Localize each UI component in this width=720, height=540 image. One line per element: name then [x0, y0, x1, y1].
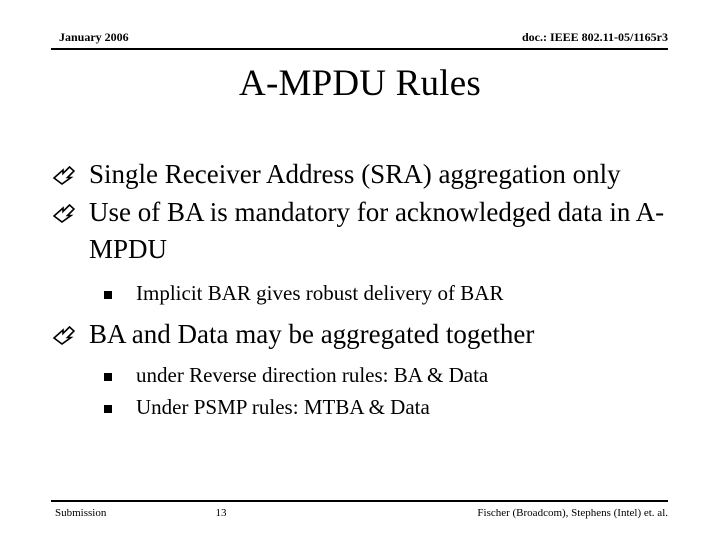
filled-square-icon: [104, 291, 112, 299]
slide-footer: Submission 13 Fischer (Broadcom), Stephe…: [51, 500, 668, 522]
bullet-item-level1: Single Receiver Address (SRA) aggregatio…: [52, 156, 682, 193]
filled-square-icon: [104, 373, 112, 381]
hollow-right-arrow-icon: [52, 325, 76, 345]
spacer: [52, 269, 682, 278]
bullet-item-level2: Under PSMP rules: MTBA & Data: [52, 392, 682, 422]
header-divider-rule: [51, 48, 668, 50]
footer-page-number: 13: [215, 507, 227, 519]
bullet-item-level2: Implicit BAR gives robust delivery of BA…: [52, 278, 682, 308]
bullet-text: Implicit BAR gives robust delivery of BA…: [136, 281, 504, 305]
slide-body: Single Receiver Address (SRA) aggregatio…: [52, 156, 682, 424]
footer-divider-rule: [51, 500, 668, 502]
footer-authors: Fischer (Broadcom), Stephens (Intel) et.…: [477, 507, 668, 519]
bullet-text: under Reverse direction rules: BA & Data: [136, 363, 489, 387]
header-doc-reference: doc.: IEEE 802.11-05/1165r3: [521, 30, 668, 44]
filled-square-icon: [104, 405, 112, 413]
bullet-item-level1: BA and Data may be aggregated together: [52, 316, 682, 353]
bullet-text: Under PSMP rules: MTBA & Data: [136, 395, 430, 419]
bullet-item-level2: under Reverse direction rules: BA & Data: [52, 360, 682, 390]
bullet-item-level1: Use of BA is mandatory for acknowledged …: [52, 194, 682, 268]
hollow-right-arrow-icon: [52, 165, 76, 185]
footer-submission-label: Submission: [55, 507, 107, 519]
bullet-text: Single Receiver Address (SRA) aggregatio…: [89, 159, 621, 189]
bullet-text: BA and Data may be aggregated together: [89, 319, 535, 349]
hollow-right-arrow-icon: [52, 203, 76, 223]
slide-title: A-MPDU Rules: [239, 63, 481, 104]
header-date: January 2006: [59, 30, 129, 44]
slide-header: January 2006 doc.: IEEE 802.11-05/1165r3: [51, 30, 668, 52]
bullet-text: Use of BA is mandatory for acknowledged …: [89, 197, 665, 264]
